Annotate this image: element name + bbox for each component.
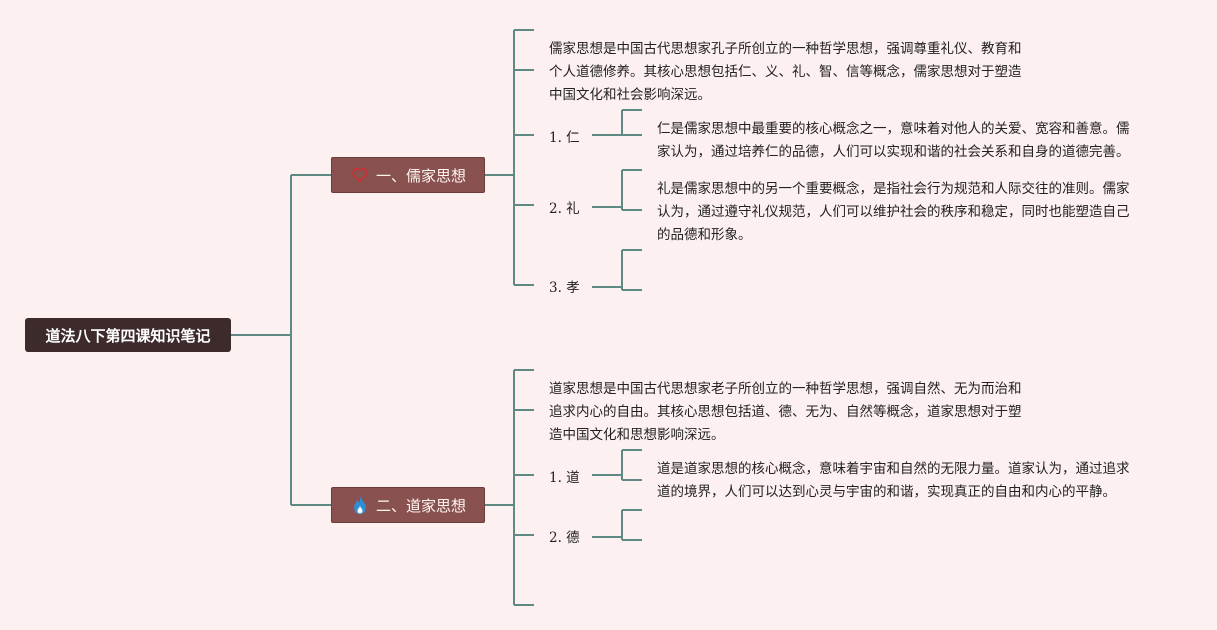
detail-line: 礼是儒家思想中的另一个重要概念，是指社会行为规范和人际交往的准则。儒家 [657, 181, 1130, 197]
ren-detail[interactable]: 仁是儒家思想中最重要的核心概念之一，意味着对他人的关爱、宽容和善意。儒 家认为，… [657, 118, 1153, 164]
fire-icon [350, 495, 370, 515]
topic-label: 3. 孝 [549, 280, 580, 296]
intro-line: 个人道德修养。其核心思想包括仁、义、礼、智、信等概念，儒家思想对于塑造 [549, 64, 1022, 80]
intro-line: 道家思想是中国古代思想家老子所创立的一种哲学思想，强调自然、无为而治和 [549, 381, 1022, 397]
connector-branch-1 [485, 29, 534, 286]
topic-ren[interactable]: 1. 仁 [549, 126, 580, 146]
intro-line: 造中国文化和思想影响深远。 [549, 427, 725, 443]
connector-sub-2 [592, 169, 642, 211]
intro-line: 儒家思想是中国古代思想家孔子所创立的一种哲学思想，强调尊重礼仪、教育和 [549, 41, 1022, 57]
li-detail[interactable]: 礼是儒家思想中的另一个重要概念，是指社会行为规范和人际交往的准则。儒家 认为，通… [657, 178, 1153, 247]
topic-label: 2. 德 [549, 530, 580, 546]
branch-taoism[interactable]: 二、道家思想 [331, 487, 485, 523]
connector-sub-3 [592, 249, 642, 291]
detail-line: 道的境界，人们可以达到心灵与宇宙的和谐，实现真正的自由和内心的平静。 [657, 484, 1116, 500]
topic-label: 1. 道 [549, 470, 580, 486]
root-title: 道法八下第四课知识笔记 [45, 326, 211, 345]
topic-label: 1. 仁 [549, 130, 580, 146]
intro-line: 中国文化和社会影响深远。 [549, 87, 711, 103]
branch-title: 二、道家思想 [375, 496, 466, 515]
topic-label: 2. 礼 [549, 201, 580, 217]
topic-de[interactable]: 2. 德 [549, 526, 580, 546]
branch-title: 一、儒家思想 [375, 166, 466, 185]
connector-sub-1 [592, 109, 642, 136]
heart-icon [350, 165, 370, 185]
taoism-intro[interactable]: 道家思想是中国古代思想家老子所创立的一种哲学思想，强调自然、无为而治和 追求内心… [549, 378, 1054, 447]
topic-dao[interactable]: 1. 道 [549, 466, 580, 486]
branch-confucianism[interactable]: 一、儒家思想 [331, 157, 485, 193]
connector-sub-5 [592, 509, 642, 541]
connector-sub-4 [592, 449, 642, 481]
detail-line: 的品德和形象。 [657, 227, 752, 243]
detail-line: 认为，通过遵守礼仪规范，人们可以维护社会的秩序和稳定，同时也能塑造自己 [657, 204, 1130, 220]
topic-li[interactable]: 2. 礼 [549, 197, 580, 217]
dao-detail[interactable]: 道是道家思想的核心概念，意味着宇宙和自然的无限力量。道家认为，通过追求 道的境界… [657, 458, 1153, 504]
confucianism-intro[interactable]: 儒家思想是中国古代思想家孔子所创立的一种哲学思想，强调尊重礼仪、教育和 个人道德… [549, 38, 1054, 107]
detail-line: 仁是儒家思想中最重要的核心概念之一，意味着对他人的关爱、宽容和善意。儒 [657, 121, 1130, 137]
topic-xiao[interactable]: 3. 孝 [549, 276, 580, 296]
connector-root [231, 174, 331, 506]
detail-line: 家认为，通过培养仁的品德，人们可以实现和谐的社会关系和自身的道德完善。 [657, 144, 1130, 160]
intro-line: 追求内心的自由。其核心思想包括道、德、无为、自然等概念，道家思想对于塑 [549, 404, 1022, 420]
connector-branch-2 [485, 369, 534, 606]
detail-line: 道是道家思想的核心概念，意味着宇宙和自然的无限力量。道家认为，通过追求 [657, 461, 1130, 477]
root-topic[interactable]: 道法八下第四课知识笔记 [25, 318, 231, 352]
